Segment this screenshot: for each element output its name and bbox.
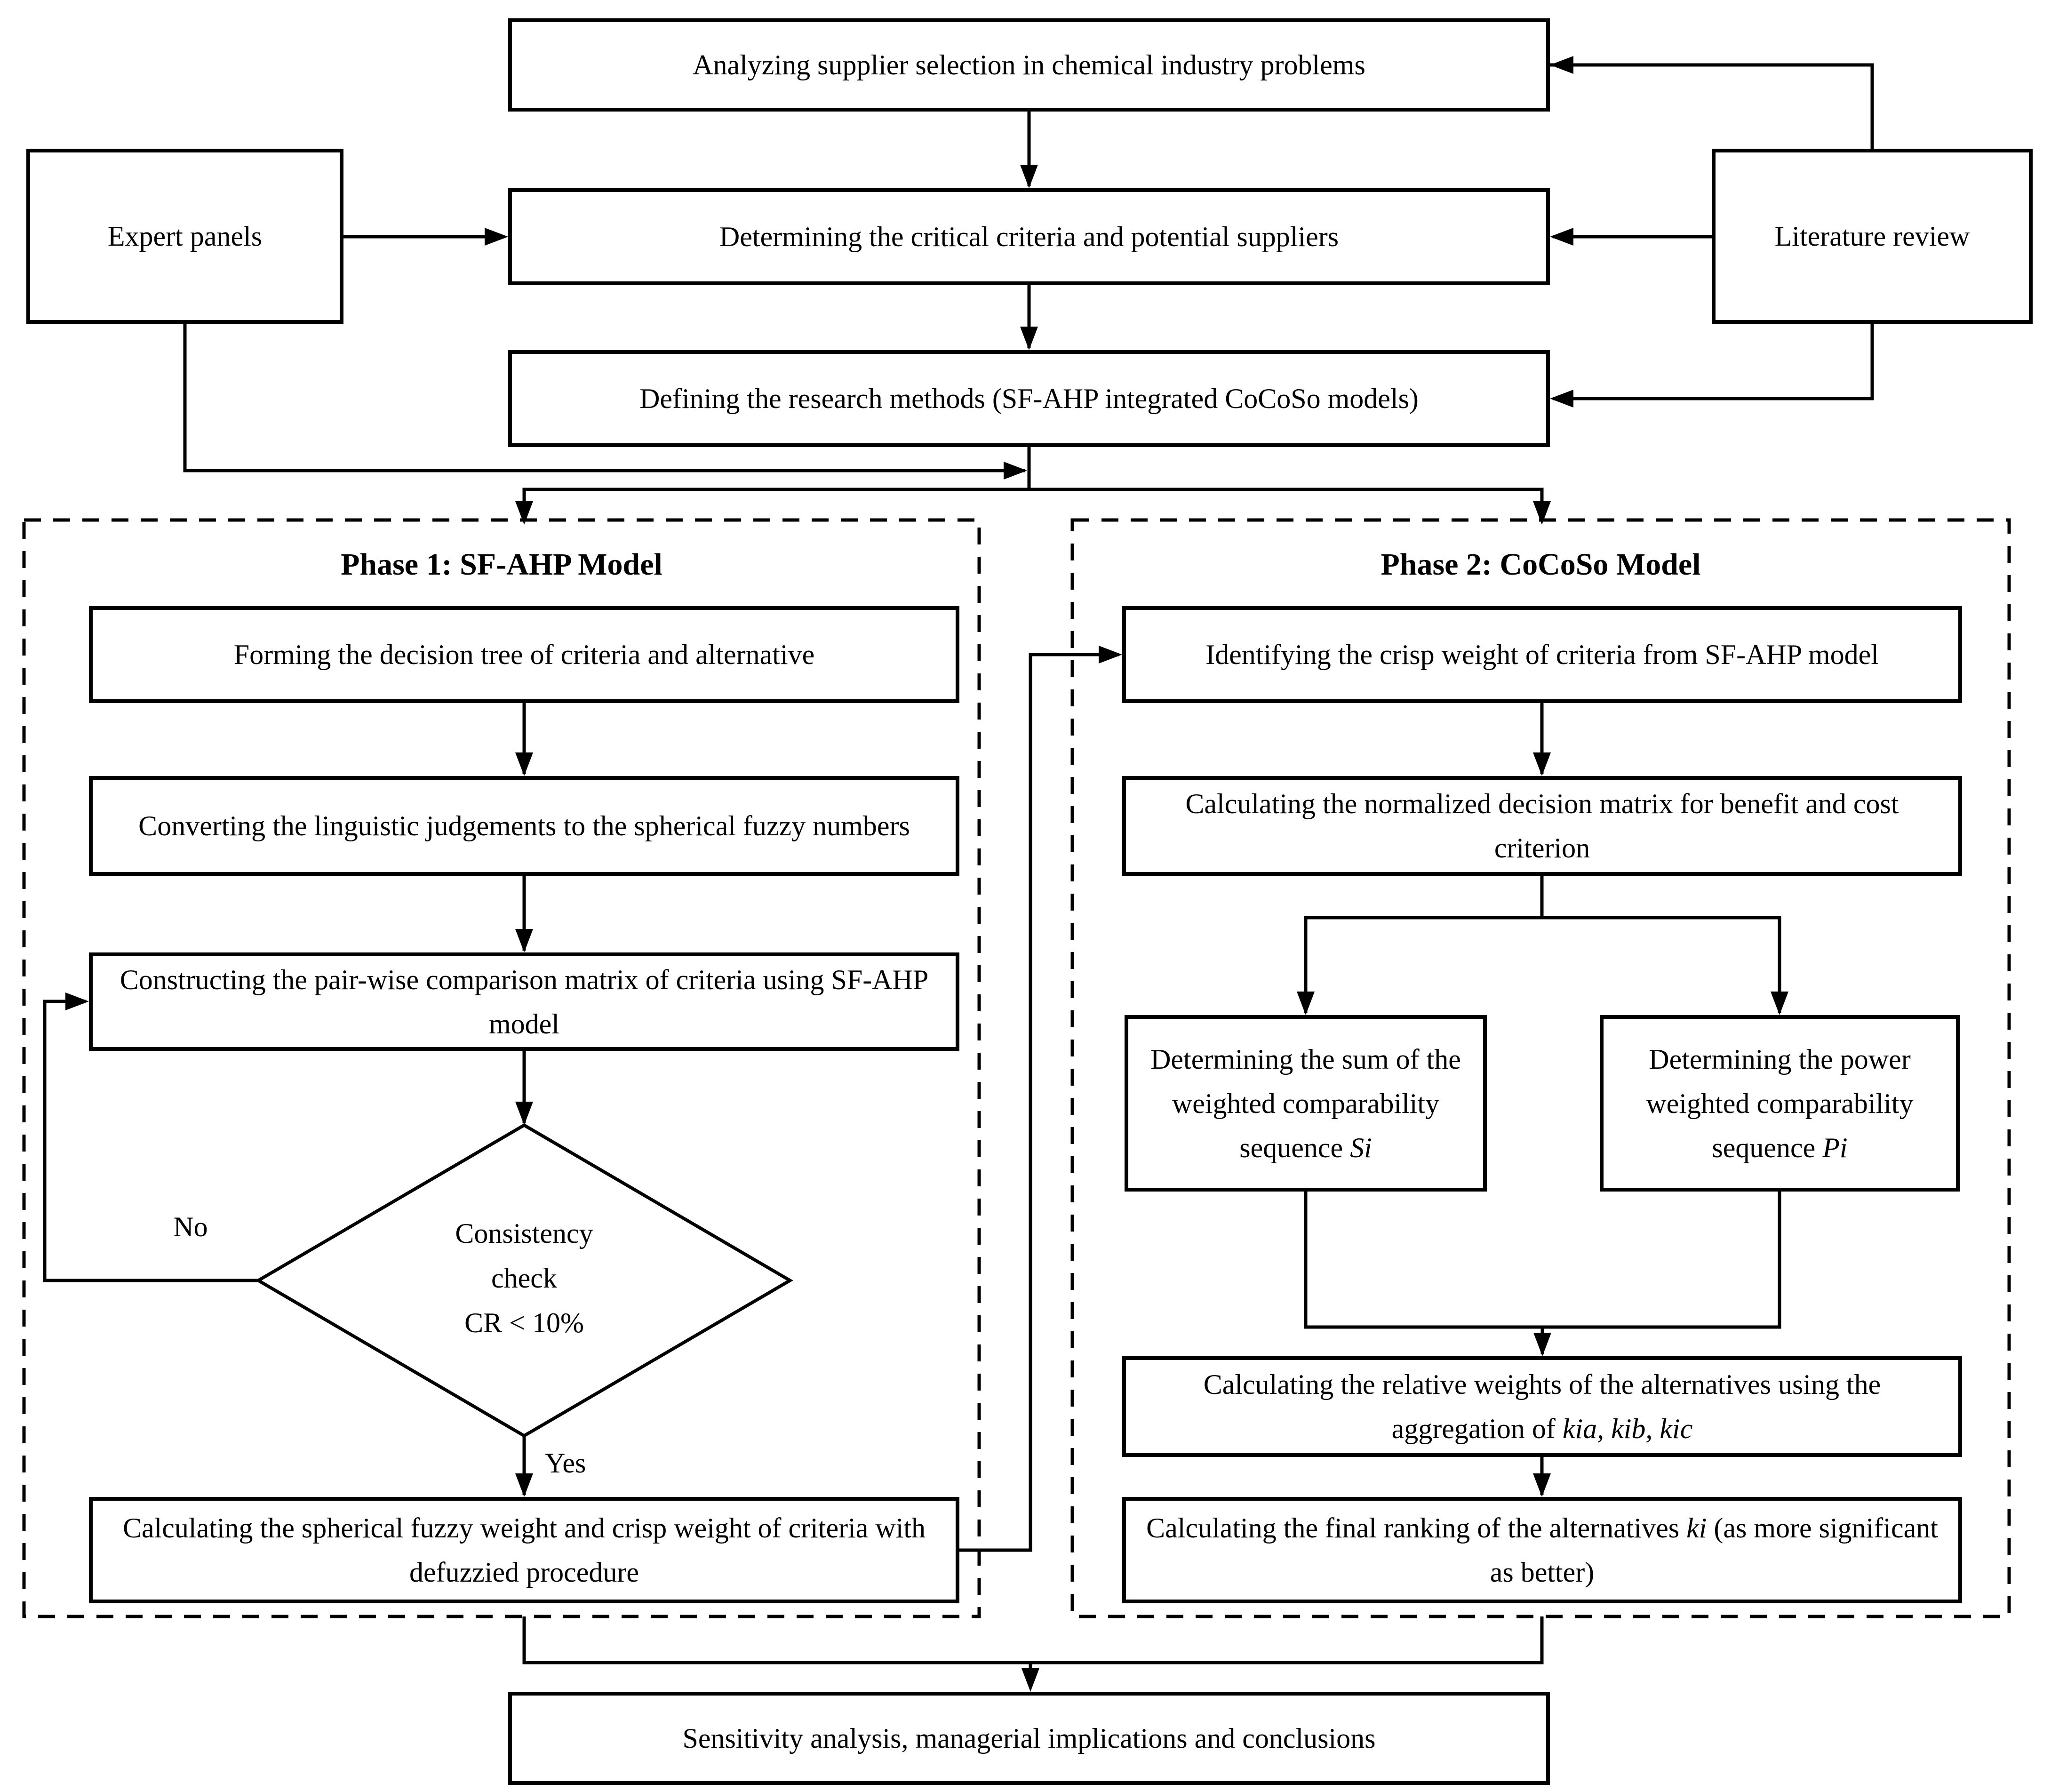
node-defining: Defining the research methods (SF-AHP in… (508, 350, 1550, 447)
phase2-title: Phase 2: CoCoSo Model (1381, 547, 1701, 582)
sum-line-2: weighted comparability (1172, 1088, 1440, 1119)
decision-line-2: check (491, 1263, 557, 1294)
node-sum-sequence: Determining the sum of the weighted comp… (1125, 1015, 1487, 1192)
node-normalized-matrix: Calculating the normalized decision matr… (1122, 776, 1962, 876)
phase1-boundary (22, 518, 981, 1618)
node-constructing: Constructing the pair-wise comparison ma… (89, 952, 959, 1051)
decision-consistency-check: Consistency check CR < 10% (359, 1211, 689, 1345)
power-line-1: Determining the power (1649, 1043, 1911, 1075)
node-relative-weights-label: Calculating the relative weights of the … (1137, 1362, 1947, 1451)
relative-text: Calculating the relative weights of the … (1203, 1369, 1881, 1444)
node-sum-sequence-label: Determining the sum of the weighted comp… (1134, 1037, 1477, 1170)
sum-line-1: Determining the sum of the (1150, 1043, 1461, 1075)
node-power-sequence-label: Determining the power weighted comparabi… (1609, 1037, 1950, 1170)
decision-line-3: CR < 10% (464, 1307, 584, 1338)
node-power-sequence: Determining the power weighted comparabi… (1600, 1015, 1960, 1192)
node-sensitivity: Sensitivity analysis, managerial implica… (508, 1692, 1550, 1785)
final-suffix: (as more significant as better) (1490, 1512, 1938, 1588)
node-calculating-weights: Calculating the spherical fuzzy weight a… (89, 1497, 959, 1603)
node-analyzing: Analyzing supplier selection in chemical… (508, 18, 1550, 112)
power-line-3-text: sequence (1712, 1132, 1823, 1163)
sum-symbol: Si (1350, 1132, 1372, 1163)
sum-line-3-text: sequence (1239, 1132, 1350, 1163)
node-forming: Forming the decision tree of criteria an… (89, 606, 959, 703)
node-identifying: Identifying the crisp weight of criteria… (1122, 606, 1962, 703)
final-text: Calculating the final ranking of the alt… (1146, 1512, 1687, 1544)
label-yes: Yes (545, 1448, 586, 1479)
arrowheads (65, 56, 1788, 1692)
final-symbol: ki (1686, 1512, 1707, 1544)
node-literature-review: Literature review (1712, 149, 2033, 324)
node-relative-weights: Calculating the relative weights of the … (1122, 1356, 1962, 1457)
power-line-3: sequence Pi (1609, 1126, 1950, 1170)
node-final-ranking-label: Calculating the final ranking of the alt… (1137, 1506, 1947, 1594)
label-no: No (173, 1211, 208, 1242)
relative-symbols: kia, kib, kic (1562, 1413, 1693, 1444)
power-symbol: Pi (1822, 1132, 1848, 1163)
phase1-title: Phase 1: SF-AHP Model (341, 547, 662, 582)
decision-diamond-shape (255, 1123, 793, 1438)
node-converting: Converting the linguistic judgements to … (89, 776, 959, 876)
sum-line-3: sequence Si (1134, 1126, 1477, 1170)
node-expert-panels: Expert panels (26, 149, 343, 324)
node-determining: Determining the critical criteria and po… (508, 188, 1550, 285)
power-line-2: weighted comparability (1646, 1088, 1914, 1119)
decision-line-1: Consistency (455, 1218, 593, 1249)
node-final-ranking: Calculating the final ranking of the alt… (1122, 1497, 1962, 1603)
